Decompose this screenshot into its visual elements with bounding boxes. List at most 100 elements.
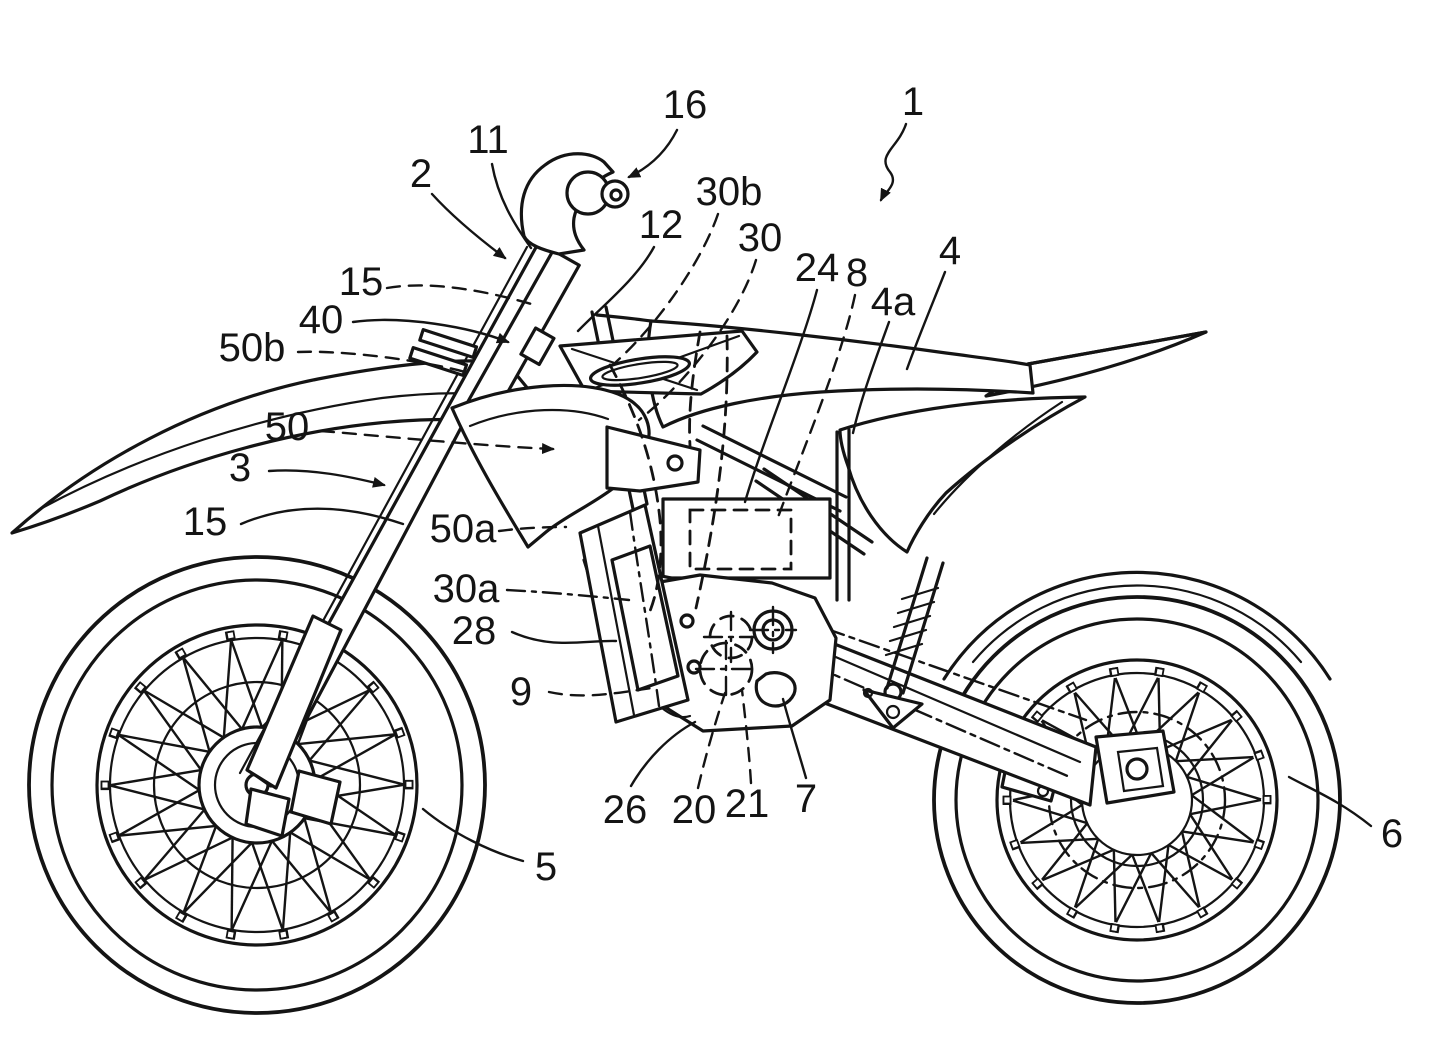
leader-50-14 [319, 429, 555, 455]
spoke-nipple [404, 779, 414, 789]
ref-label-8-8: 8 [846, 251, 868, 295]
spoke-nipple [174, 647, 188, 660]
spoke [182, 658, 211, 752]
spoke-nipple [1109, 666, 1120, 678]
leader-7-24 [781, 697, 808, 780]
spoke-nipple [1195, 681, 1209, 694]
spoke [250, 842, 284, 930]
spoke [110, 768, 202, 787]
ref-label-5-25: 5 [535, 845, 557, 889]
harness-run-b [694, 334, 729, 610]
rear-tire-inner [954, 617, 1320, 983]
part-40-bracket [519, 326, 556, 367]
rear-wheel [932, 595, 1342, 1005]
spoke [281, 832, 292, 929]
spoke [119, 789, 200, 836]
spoke-nipple [134, 681, 147, 694]
chain-line-upper [788, 614, 1088, 722]
front-brake-disc [152, 680, 362, 890]
sprocket-centerlines [748, 605, 798, 655]
leader-6-26 [1287, 775, 1373, 828]
leader-8-8 [775, 293, 857, 522]
rear-fender-top-line [1026, 330, 1208, 366]
spoke-nipple [1065, 906, 1079, 919]
leader-12-4 [576, 245, 656, 333]
ref-label-26-21: 26 [603, 788, 648, 832]
ref-label-30b-5: 30b [696, 170, 763, 214]
spoke-nipple [1109, 922, 1120, 934]
frame-bracket-upper [605, 425, 702, 493]
spoke [182, 825, 218, 912]
spoke-nipple [1002, 795, 1012, 805]
leader-2-3 [430, 192, 507, 260]
ref-label-24-7: 24 [795, 246, 840, 290]
spoke-nipple [1154, 922, 1165, 934]
spoke-nipple [108, 831, 120, 843]
radiator-core [610, 544, 680, 692]
spoke-nipple [225, 929, 236, 940]
leader-15-16 [239, 507, 405, 526]
leader-15-11 [385, 284, 540, 308]
radiator-pipe [660, 706, 692, 719]
spoke-nipple [394, 831, 406, 843]
front-tire-outer [27, 555, 487, 1015]
ref-label-12-4: 12 [639, 203, 684, 247]
ref-label-30a-18: 30a [433, 567, 500, 611]
ref-label-21-23: 21 [725, 782, 770, 826]
spoke-nipple [225, 630, 236, 641]
suspension-linkage [862, 688, 924, 730]
bar-end-center [609, 188, 623, 202]
ref-label-15-16: 15 [183, 500, 228, 544]
ref-label-50-14: 50 [265, 405, 310, 449]
leader-11-2 [490, 162, 533, 250]
leader-21-23 [740, 688, 753, 785]
linkage-bolt [885, 704, 901, 720]
spoke-nipple [1154, 666, 1165, 678]
spoke [309, 759, 404, 786]
spoke [110, 784, 205, 811]
shock-body-right [901, 561, 945, 695]
spoke [183, 657, 243, 730]
engine-bolt2 [686, 659, 702, 675]
handlebar-assembly [519, 152, 630, 256]
rear-tire-outer [932, 595, 1342, 1005]
spoke-nipple [1253, 838, 1265, 851]
spoke-nipple [1230, 877, 1243, 890]
ref-label-50a-17: 50a [430, 507, 497, 551]
leader-4-10 [905, 270, 947, 371]
ref-label-28-19: 28 [452, 609, 497, 653]
leader-24-7 [743, 288, 819, 504]
ref-label-16-1: 16 [663, 83, 708, 127]
spoke-nipple [174, 910, 188, 923]
spoke-nipple [1065, 681, 1079, 694]
spoke-nipple [1262, 794, 1272, 804]
leader-3-15 [267, 469, 386, 488]
ref-label-6-26: 6 [1381, 812, 1403, 856]
rear-fender-arc-inner [971, 584, 1303, 664]
battery-hidden-outline [688, 508, 793, 571]
spoke-nipple [367, 876, 380, 889]
ref-label-9-20: 9 [510, 670, 532, 714]
wiring-harness [608, 330, 729, 613]
leader-30a-18 [505, 588, 631, 602]
shock-spring-coils [884, 586, 940, 657]
ref-label-11-2: 11 [467, 118, 509, 162]
radiator-fin-face [596, 524, 636, 717]
leader-50a-17 [497, 525, 568, 533]
rear-axle-block-inner [1116, 746, 1165, 793]
spoke-nipple [1031, 877, 1044, 890]
side-panel-crease [932, 400, 1064, 516]
ref-label-20-22: 20 [672, 788, 717, 832]
spoke [303, 818, 332, 912]
power-unit [641, 573, 838, 733]
spoke [297, 733, 395, 746]
leader-5-25 [421, 807, 525, 863]
bracket-hole [666, 454, 684, 472]
front-tire-inner [50, 578, 464, 992]
spoke-nipple [134, 876, 147, 889]
fender-bracket-upper [418, 328, 479, 360]
leader-lines [239, 122, 1373, 863]
spoke-nipple [278, 929, 289, 940]
front-brake-caliper [289, 769, 342, 826]
